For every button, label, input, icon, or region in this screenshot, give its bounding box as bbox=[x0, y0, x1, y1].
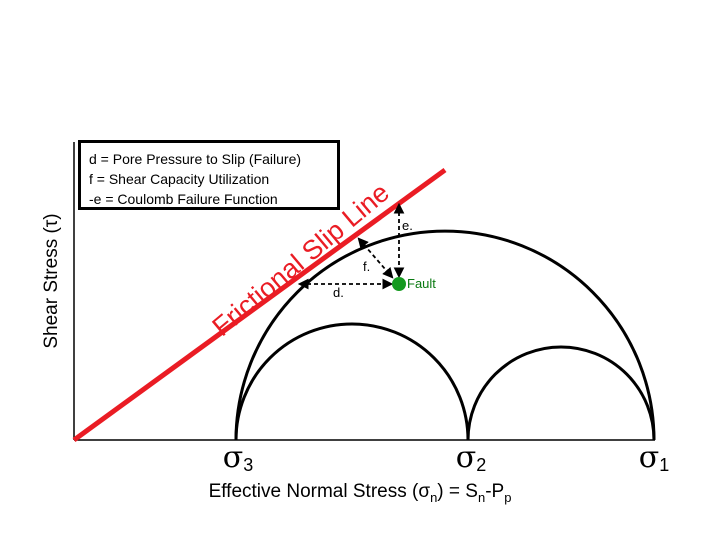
vector-e-label: e. bbox=[402, 218, 413, 233]
fault-label: Fault bbox=[407, 276, 436, 291]
fault-point bbox=[392, 277, 406, 291]
legend-box: d = Pore Pressure to Slip (Failure) f = … bbox=[78, 140, 340, 210]
vector-f-label: f. bbox=[363, 259, 371, 274]
sigma-1-label: σ1 bbox=[638, 440, 670, 475]
mohr-circle-large bbox=[234, 229, 656, 441]
vector-d-label: d. bbox=[333, 285, 344, 300]
mohr-circle-right bbox=[466, 345, 656, 441]
mohr-circle-left bbox=[234, 322, 470, 441]
x-axis-label: Effective Normal Stress (σn) = Sn-Pp bbox=[208, 481, 512, 505]
sigma-3-label: σ3 bbox=[222, 440, 254, 475]
frictional-slip-line bbox=[72, 167, 447, 443]
vector-f bbox=[357, 237, 394, 279]
y-axis-label: Shear Stress (τ) bbox=[41, 213, 62, 349]
sigma-2-label: σ2 bbox=[455, 440, 487, 475]
legend-item-d: d = Pore Pressure to Slip (Failure) bbox=[89, 151, 302, 167]
legend-item-f: f = Shear Capacity Utilization bbox=[89, 171, 270, 187]
legend-item-e: -e = Coulomb Failure Function bbox=[89, 191, 278, 207]
